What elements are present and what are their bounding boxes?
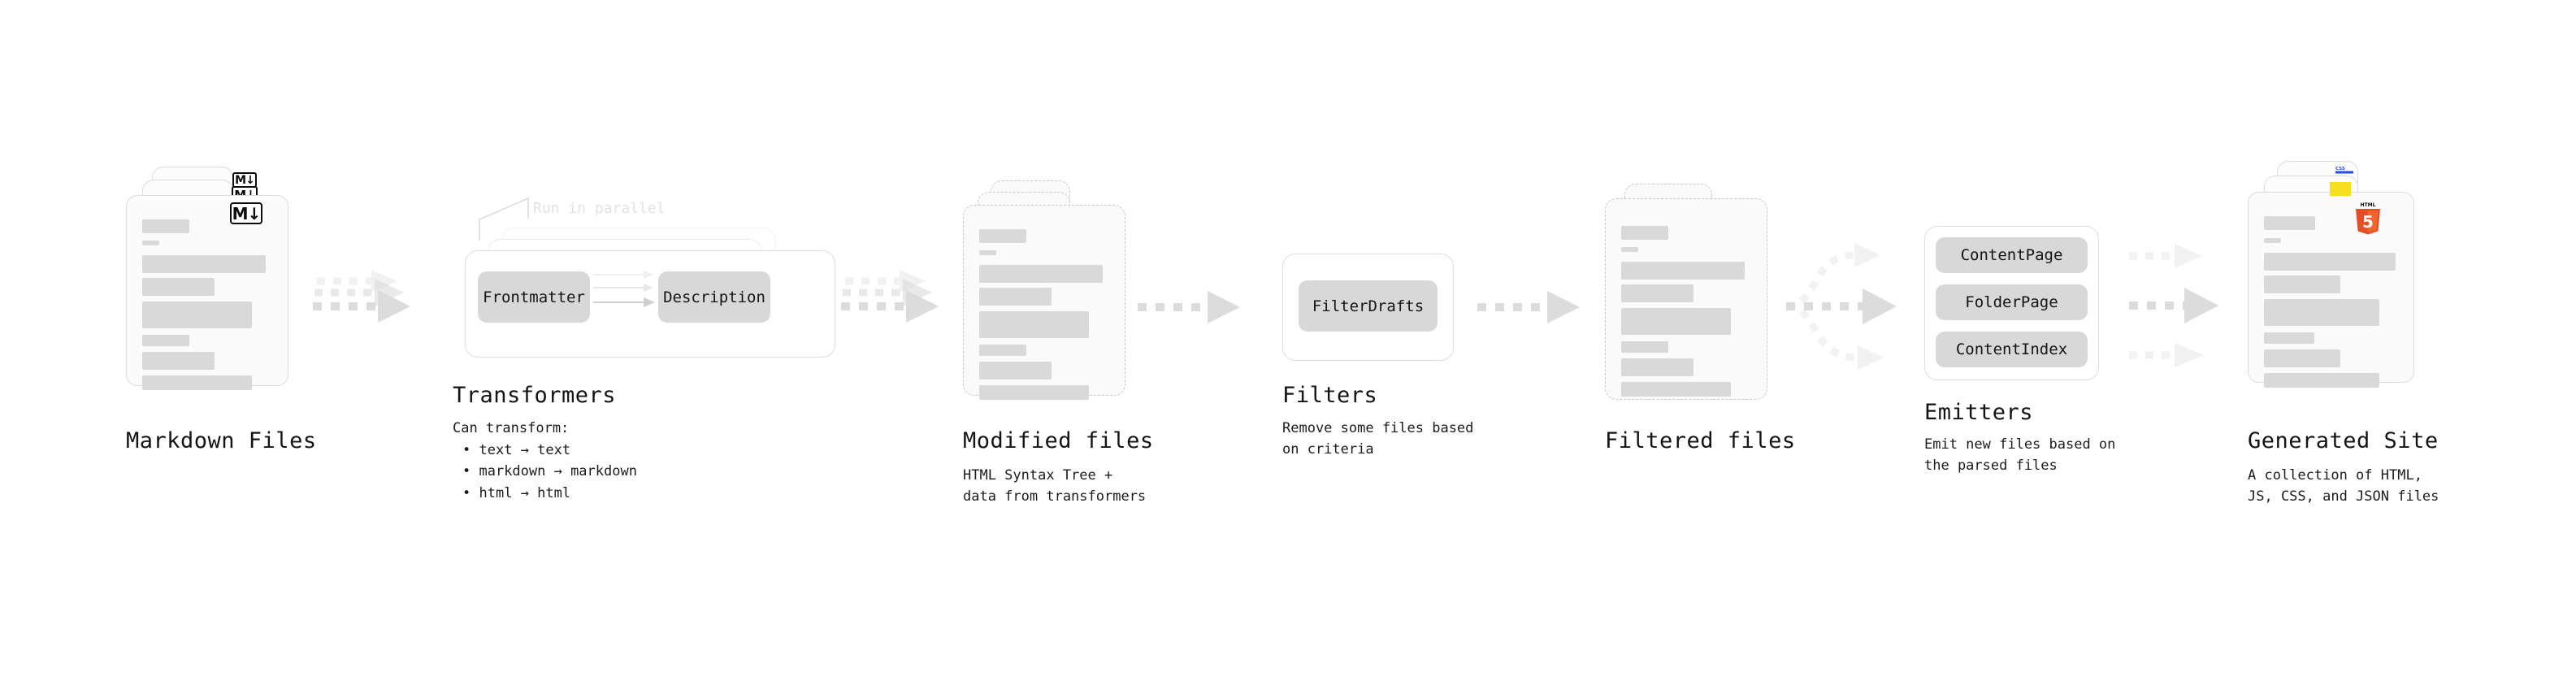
connector-md-to-transformers bbox=[313, 270, 410, 323]
skeleton-block bbox=[2264, 349, 2340, 367]
skeleton-block bbox=[2264, 299, 2379, 326]
skeleton-block bbox=[979, 311, 1089, 338]
run-in-parallel-bracket bbox=[479, 197, 529, 241]
skeleton-block bbox=[1621, 262, 1745, 280]
skeleton-block bbox=[142, 352, 215, 370]
filters-description: Remove some files based on criteria bbox=[1282, 420, 1474, 458]
connector-filters-to-filtered bbox=[1477, 291, 1580, 323]
transformer-bullet: markdown → markdown bbox=[453, 461, 636, 482]
transformers-description: Can transform: bbox=[453, 420, 570, 436]
connector-modified-to-filters bbox=[1138, 291, 1240, 323]
svg-text:5: 5 bbox=[2362, 212, 2374, 232]
skeleton-block bbox=[2264, 253, 2396, 271]
skeleton-block bbox=[2264, 373, 2379, 388]
skeleton-block bbox=[979, 288, 1052, 306]
skeleton-block bbox=[1621, 358, 1693, 376]
skeleton-block bbox=[142, 255, 266, 273]
connector-emitters-to-site bbox=[2129, 244, 2218, 367]
markdown-files-title: Markdown Files bbox=[126, 428, 317, 453]
skeleton-block bbox=[142, 278, 215, 296]
modified-files-title: Modified files bbox=[963, 428, 1154, 453]
generated-site-description: A collection of HTML, JS, CSS, and JSON … bbox=[2248, 467, 2439, 505]
transformer-bullet: html → html bbox=[453, 483, 637, 504]
skeleton-block bbox=[142, 301, 252, 328]
skeleton-title bbox=[1621, 226, 1668, 240]
skeleton-block bbox=[1621, 382, 1731, 397]
svg-text:CSS: CSS bbox=[2335, 167, 2345, 171]
transformer-inner-arrows bbox=[593, 271, 655, 307]
filters-title: Filters bbox=[1282, 383, 1378, 408]
skeleton-block bbox=[142, 375, 252, 390]
skeleton-block bbox=[142, 335, 189, 346]
skeleton-block bbox=[1621, 284, 1693, 302]
emitters-chip-contentpage[interactable]: ContentPage bbox=[1936, 237, 2088, 273]
skeleton-block bbox=[979, 362, 1052, 380]
generated-site-title: Generated Site bbox=[2248, 428, 2439, 453]
connector-transformers-to-modified bbox=[841, 270, 939, 323]
emitters-description: Emit new files based on the parsed files bbox=[1924, 436, 2116, 474]
skeleton-title bbox=[979, 229, 1026, 243]
markdown-card-front bbox=[126, 195, 288, 390]
connector-filtered-to-emitters bbox=[1785, 243, 1897, 370]
transformers-bullets: text → text markdown → markdown html → h… bbox=[453, 440, 637, 504]
skeleton-block bbox=[1621, 308, 1731, 335]
emitters-chip-contentindex[interactable]: ContentIndex bbox=[1936, 332, 2088, 367]
skeleton-block bbox=[979, 345, 1026, 356]
emitters-chip-folderpage[interactable]: FolderPage bbox=[1936, 284, 2088, 320]
emitters-title: Emitters bbox=[1924, 400, 2034, 425]
js-badge-icon bbox=[2330, 182, 2351, 196]
modified-files-description: HTML Syntax Tree + data from transformer… bbox=[963, 467, 1147, 505]
modified-card-front bbox=[963, 205, 1125, 400]
skeleton-block bbox=[979, 385, 1089, 400]
skeleton-block bbox=[979, 265, 1103, 283]
css-badge-icon: CSS bbox=[2335, 167, 2353, 174]
skeleton-block bbox=[2264, 332, 2314, 344]
transformer-bullet: text → text bbox=[453, 440, 637, 461]
skeleton-subtitle bbox=[142, 241, 159, 245]
transformers-title: Transformers bbox=[453, 383, 617, 408]
markdown-icon: M↓ bbox=[230, 202, 262, 224]
skeleton-subtitle bbox=[2264, 238, 2281, 243]
skeleton-subtitle bbox=[1621, 247, 1638, 252]
svg-text:HTML: HTML bbox=[2361, 202, 2376, 208]
skeleton-title bbox=[142, 219, 189, 233]
markdown-icon-back: M↓ bbox=[232, 172, 257, 188]
skeleton-block bbox=[2264, 275, 2340, 293]
filters-chip-filterdrafts[interactable]: FilterDrafts bbox=[1299, 280, 1438, 332]
filtered-files-title: Filtered files bbox=[1605, 428, 1796, 453]
site-card-front bbox=[2248, 192, 2414, 388]
skeleton-block bbox=[1621, 341, 1668, 353]
run-in-parallel-label: Run in parallel bbox=[533, 200, 666, 217]
skeleton-subtitle bbox=[979, 250, 996, 255]
html5-icon: HTML 5 bbox=[2356, 202, 2380, 235]
skeleton-title bbox=[2264, 216, 2315, 230]
transformer-chip-frontmatter[interactable]: Frontmatter bbox=[478, 271, 590, 323]
filtered-card-front bbox=[1605, 198, 1767, 400]
transformer-chip-description[interactable]: Description bbox=[658, 271, 770, 323]
